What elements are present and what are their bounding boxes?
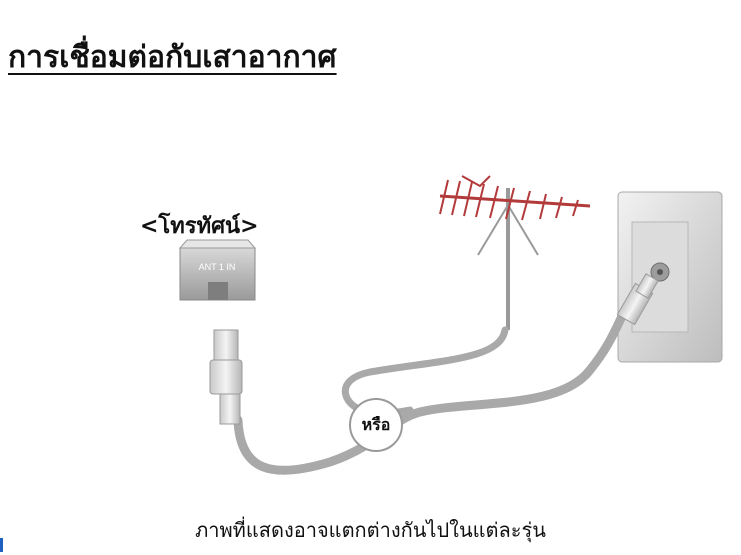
- caption: ภาพที่แสดงอาจแตกต่างกันไปในแต่ละรุ่น: [195, 518, 546, 542]
- port-label: ANT 1 IN: [199, 262, 236, 272]
- antenna-icon: [439, 175, 591, 330]
- tv-label: <โทรทัศน์>: [140, 214, 259, 239]
- or-label: หรือ: [361, 414, 391, 434]
- edge-marker: [0, 538, 3, 552]
- coax-plug-tv-side: [209, 329, 243, 425]
- wall-antenna-socket: [617, 191, 723, 363]
- page-title: การเชื่อมต่อกับเสาอากาศ: [8, 40, 337, 75]
- antenna-cable: [233, 305, 630, 475]
- coax-plug-wall-side: [616, 273, 659, 326]
- tv-antenna-port: ANT 1 IN: [178, 239, 257, 301]
